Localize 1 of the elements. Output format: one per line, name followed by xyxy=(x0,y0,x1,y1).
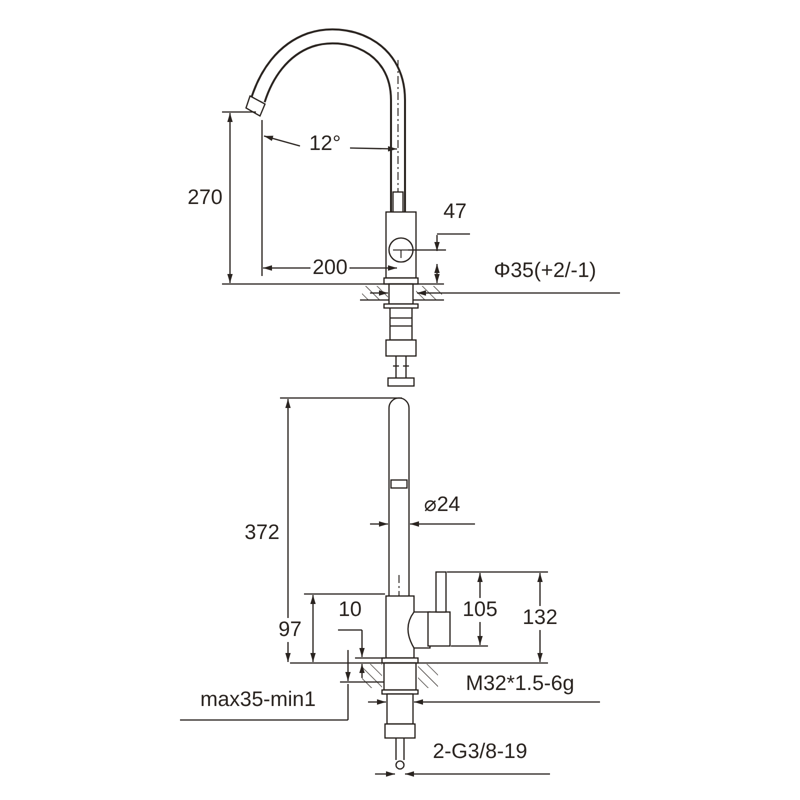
dimension-label: 97 xyxy=(276,618,304,642)
